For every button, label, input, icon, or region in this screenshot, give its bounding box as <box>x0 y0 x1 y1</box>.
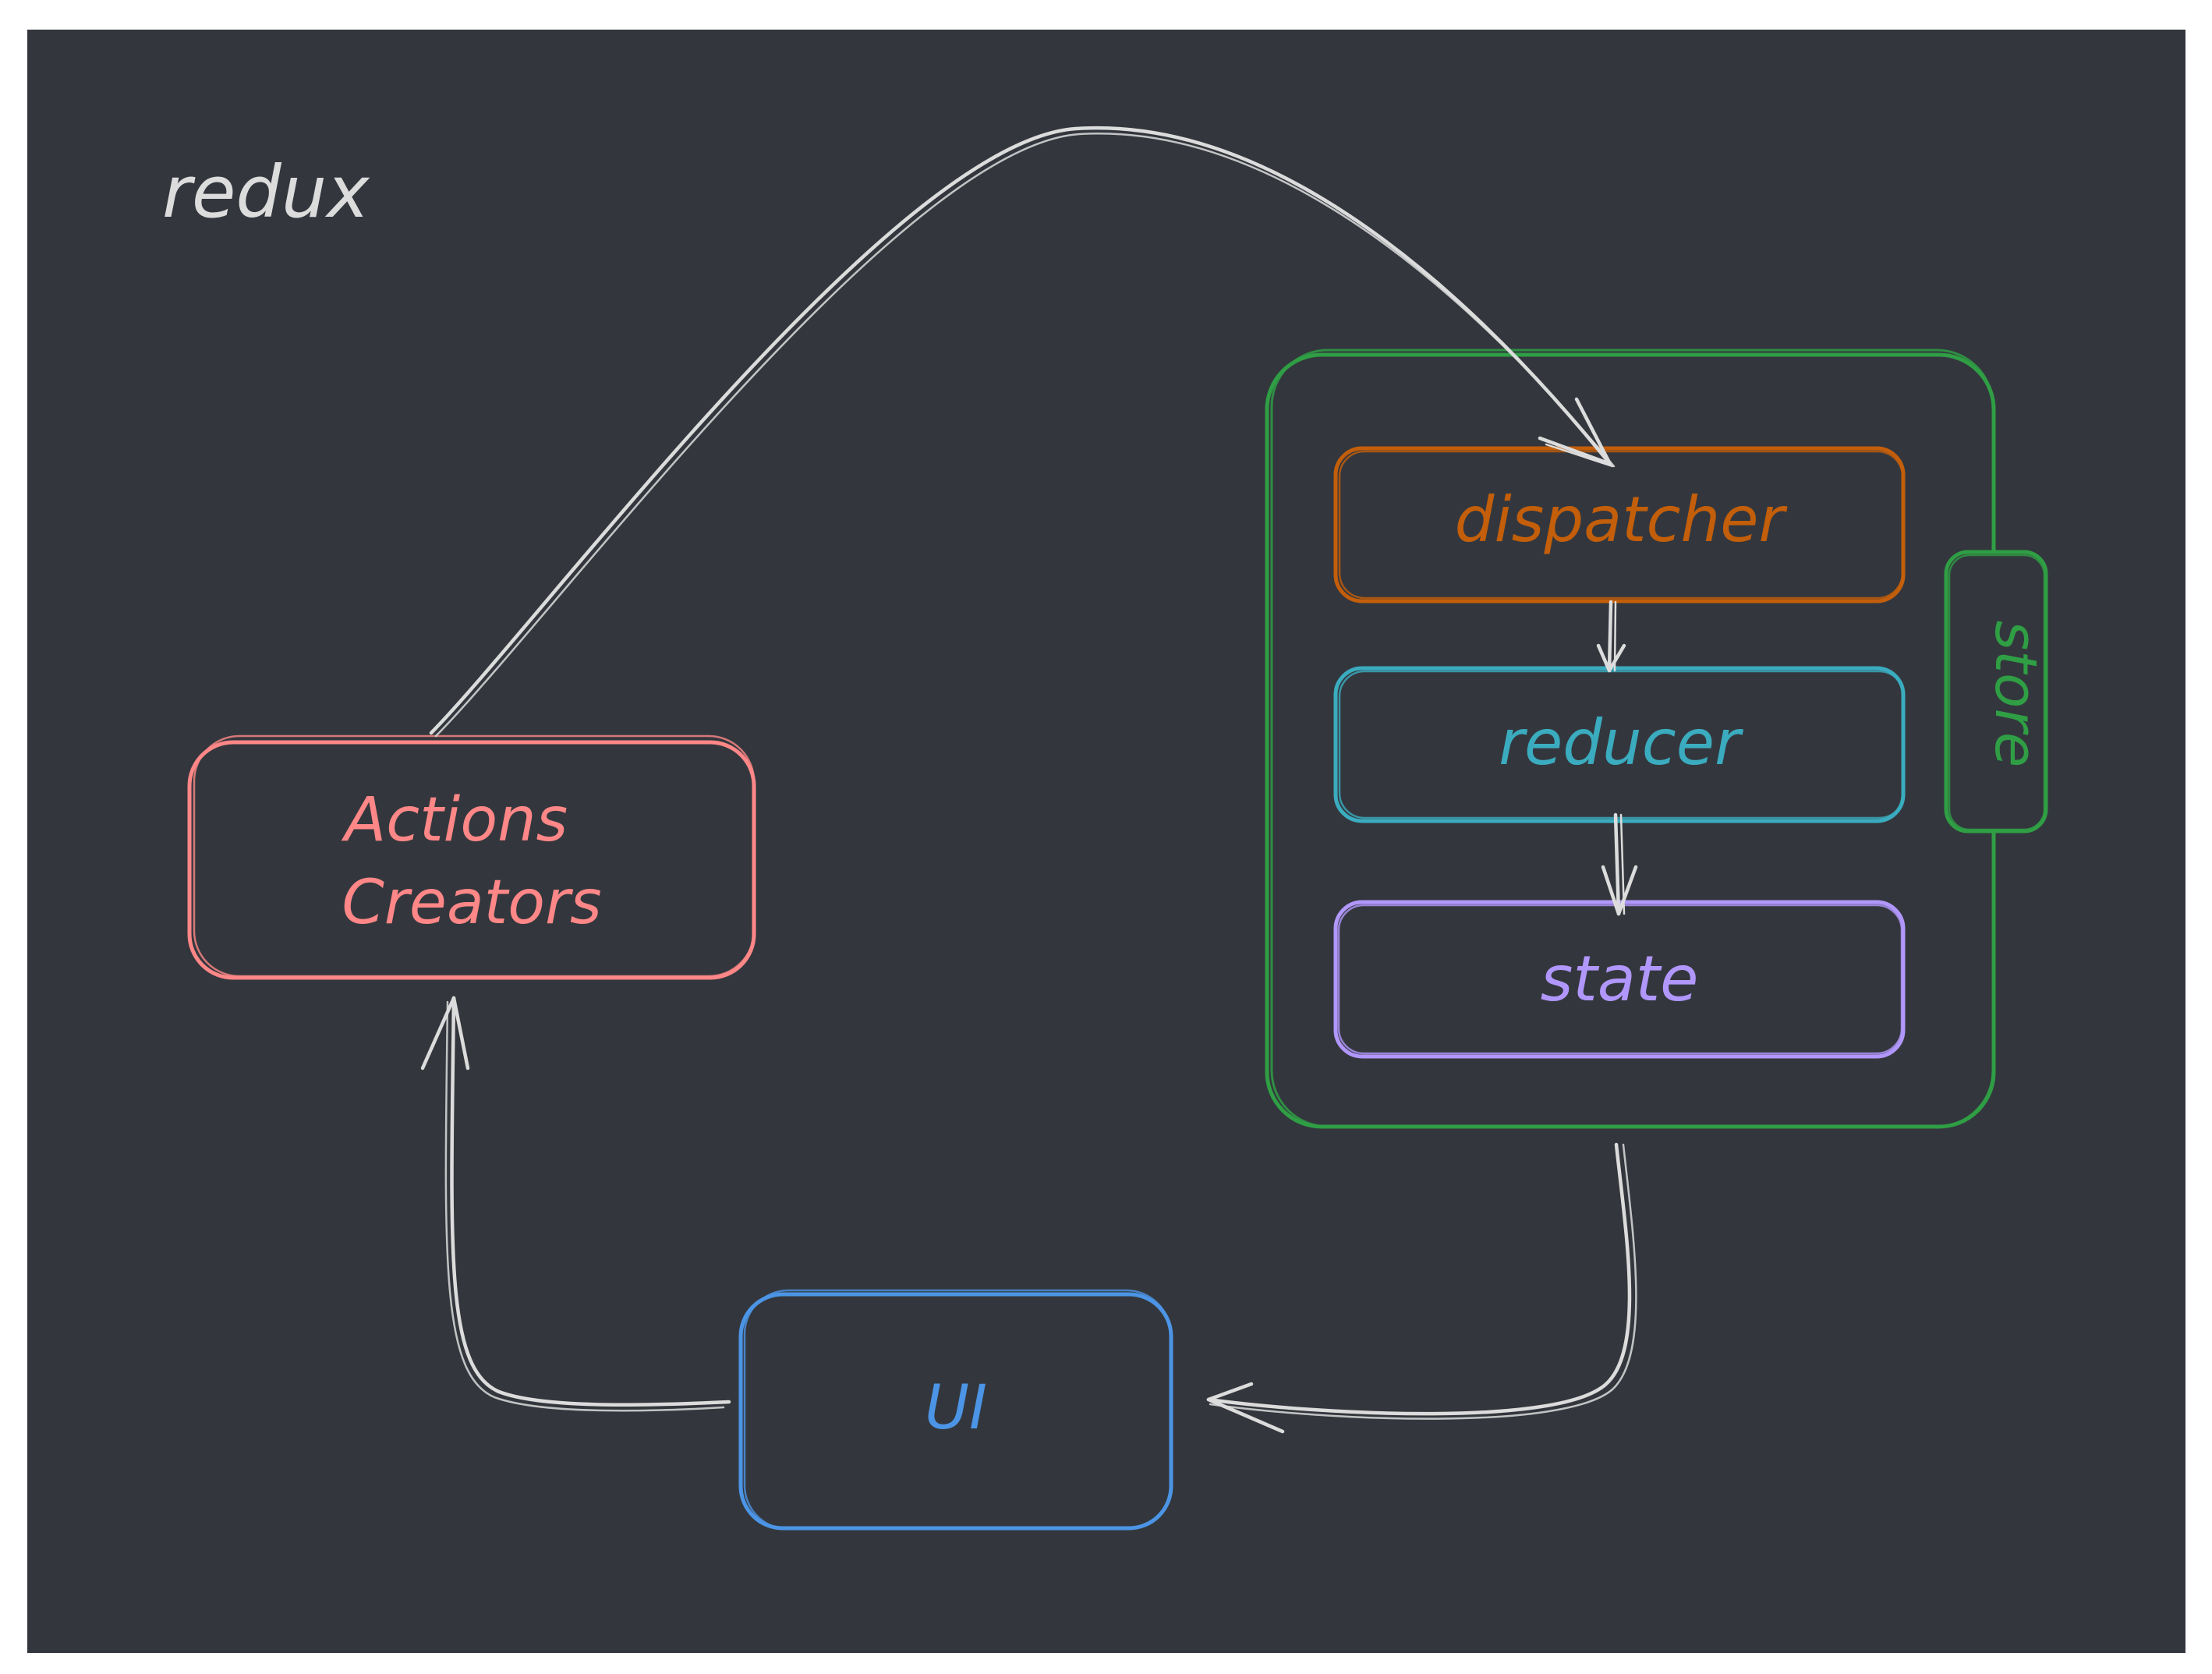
dispatcher-node: dispatcher <box>1333 446 1906 603</box>
actions-creators-label-line2: Creators <box>342 868 601 938</box>
store-label: store <box>1982 621 2049 768</box>
actions-creators-label-line1: Actions <box>341 785 568 855</box>
arrow-store-to-ui <box>1206 1142 1637 1434</box>
ui-node: UI <box>738 1289 1173 1531</box>
arrow-reducer-to-state <box>1601 812 1638 916</box>
state-node: state <box>1333 900 1906 1059</box>
reducer-node: reducer <box>1333 666 1906 823</box>
arrow-ui-to-actions <box>420 996 731 1412</box>
ui-label: UI <box>925 1373 987 1443</box>
state-label: state <box>1541 943 1699 1015</box>
actions-creators-node: Actions Creators <box>187 734 756 980</box>
diagram-title: redux <box>162 150 370 234</box>
arrow-actions-to-dispatcher <box>429 126 1616 738</box>
dispatcher-label: dispatcher <box>1455 483 1789 556</box>
store-tab: store <box>1944 550 2049 833</box>
reducer-label: reducer <box>1499 706 1744 779</box>
arrow-dispatcher-to-reducer <box>1596 600 1626 673</box>
